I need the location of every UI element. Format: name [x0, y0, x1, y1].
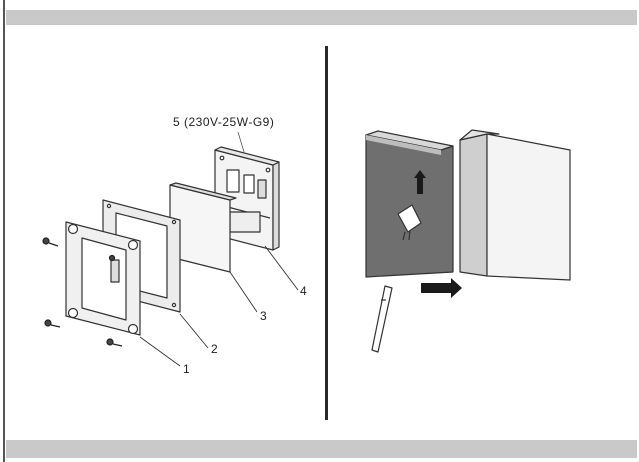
callout-4: 4 [300, 284, 308, 298]
header-bar [6, 10, 637, 25]
screws [42, 237, 123, 347]
panel-divider [325, 46, 328, 420]
arrow-up-icon [414, 170, 426, 194]
callout-1: 1 [183, 362, 191, 376]
footer-bar [6, 440, 637, 458]
page-left-border [3, 0, 5, 462]
arrow-right-icon [421, 278, 462, 298]
callout-5: 5 (230V-25W-G9) [173, 115, 275, 129]
bulb-icon [397, 204, 422, 241]
cover-front [486, 133, 571, 281]
cover-side [459, 133, 488, 277]
screwdriver [371, 285, 393, 353]
cover-plate [169, 182, 237, 273]
callout-3: 3 [260, 309, 268, 323]
callout-2: 2 [211, 342, 219, 356]
